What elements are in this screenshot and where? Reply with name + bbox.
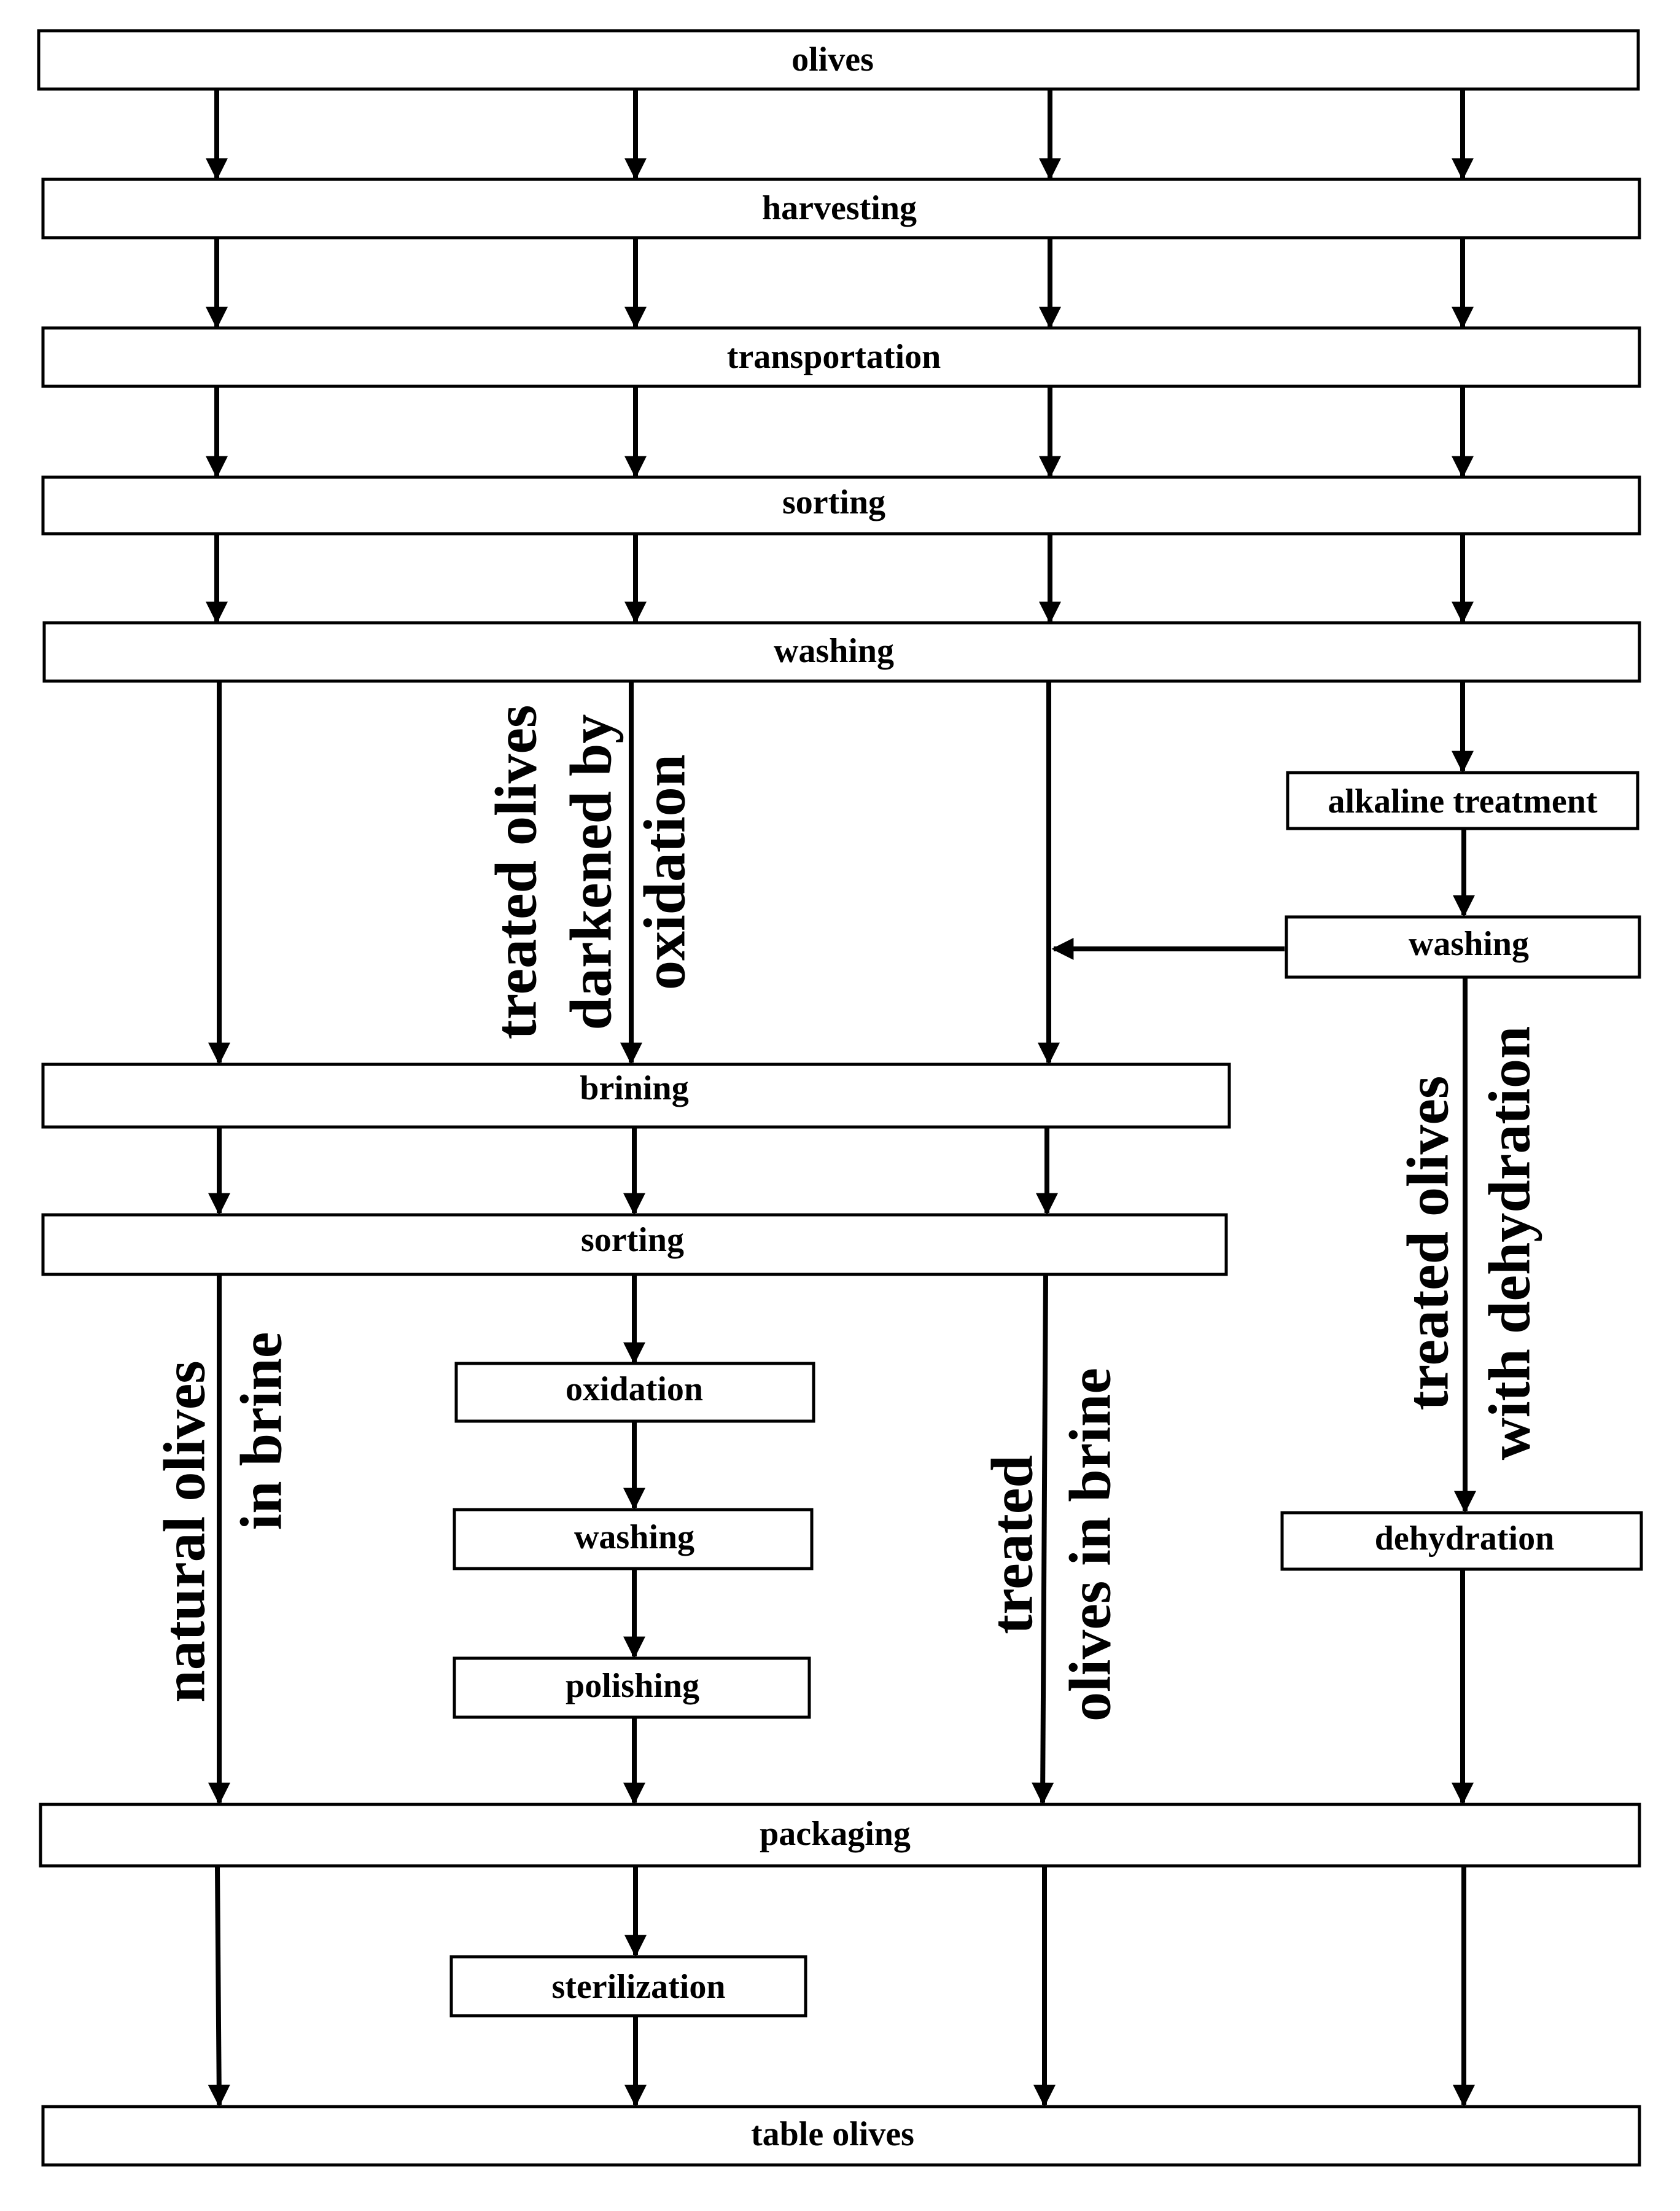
- step-dehydration: dehydration: [1280, 1511, 1643, 1571]
- step-label: sorting: [581, 1221, 684, 1259]
- step-label: packaging: [760, 1815, 911, 1853]
- step-label: brining: [580, 1069, 688, 1107]
- step-sorting-after-brining: sorting: [41, 1213, 1228, 1276]
- step-olives: olives: [37, 29, 1640, 91]
- step-label: washing: [774, 632, 894, 670]
- step-table-olives: table olives: [41, 2105, 1641, 2167]
- path-label-line: darkened by: [558, 714, 624, 1031]
- path-label-treated-olives-in-brine: treated olives in brine: [979, 1368, 1123, 1722]
- step-washing-after-alkaline: washing: [1285, 915, 1641, 979]
- step-label: transportation: [727, 338, 941, 376]
- path-label-line: with dehydration: [1477, 1026, 1542, 1460]
- step-label: harvesting: [762, 189, 917, 227]
- step-sterilization: sterilization: [449, 1955, 807, 2018]
- step-label: oxidation: [566, 1370, 703, 1408]
- step-label: table olives: [751, 2115, 914, 2153]
- path-label-line: olives in brine: [1057, 1368, 1123, 1722]
- step-label: washing: [574, 1518, 694, 1556]
- path-label-line: in brine: [228, 1332, 294, 1531]
- step-harvesting: harvesting: [41, 177, 1641, 240]
- step-label: sterilization: [551, 1968, 725, 2006]
- step-washing-after-oxidation: washing: [453, 1508, 814, 1570]
- flow-arrows: [206, 90, 1476, 2107]
- step-label: washing: [1409, 925, 1529, 963]
- path-label-line: oxidation: [632, 754, 698, 990]
- step-sorting: sorting: [41, 475, 1641, 536]
- step-oxidation: oxidation: [454, 1362, 815, 1423]
- step-transportation: transportation: [41, 326, 1641, 388]
- step-label: olives: [791, 41, 874, 79]
- path-label-darkened-by-oxidation: treated olives darkened by oxidation: [483, 705, 698, 1040]
- step-packaging: packaging: [39, 1803, 1641, 1868]
- arrow: [1032, 1274, 1054, 1805]
- step-label: alkaline treatment: [1328, 782, 1597, 821]
- path-label-line: natural olives: [152, 1360, 217, 1702]
- step-polishing: polishing: [453, 1656, 811, 1719]
- step-label: polishing: [566, 1667, 699, 1705]
- step-alkaline-treatment: alkaline treatment: [1286, 771, 1639, 830]
- step-washing: washing: [42, 621, 1641, 683]
- step-brining: brining: [41, 1063, 1231, 1129]
- path-label-line: treated: [979, 1455, 1045, 1634]
- step-label: dehydration: [1375, 1519, 1555, 1558]
- path-label-treated-with-dehydration: treated olives with dehydration: [1395, 1026, 1542, 1460]
- step-label: sorting: [782, 483, 885, 521]
- path-label-line: treated olives: [483, 705, 549, 1040]
- path-label-natural-olives-in-brine: natural olives in brine: [152, 1332, 294, 1703]
- arrow: [208, 1866, 230, 2107]
- path-label-line: treated olives: [1395, 1076, 1461, 1411]
